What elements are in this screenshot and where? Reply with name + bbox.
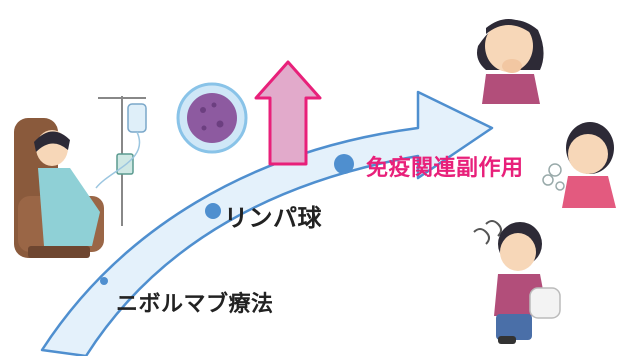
lymphocyte-cell-icon — [176, 82, 248, 154]
progress-arrow — [40, 90, 494, 358]
nivolumab-therapy-label: ニボルマブ療法 — [116, 292, 274, 317]
immune-related-adverse-events-label: 免疫関連副作用 — [366, 156, 524, 181]
dot-lymphocyte — [205, 203, 221, 219]
dot-irae — [334, 154, 354, 174]
lymphocyte-label: リンパ球 — [224, 204, 322, 232]
nausea-person-icon — [477, 19, 544, 104]
dot-nivolumab — [100, 277, 108, 285]
increase-arrow-icon — [254, 60, 322, 166]
iv-drip-patient-icon — [14, 96, 147, 258]
stomachache-person-icon — [473, 220, 561, 344]
cough-person-icon — [542, 122, 616, 208]
